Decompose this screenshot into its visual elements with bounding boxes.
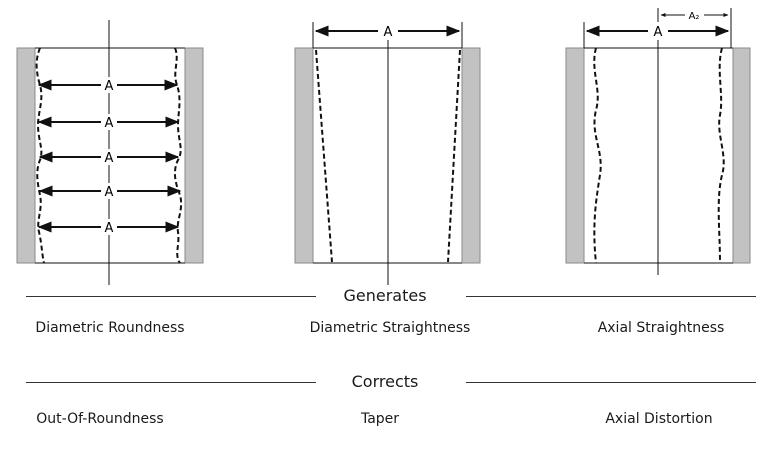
bore-profile-right [717, 47, 725, 264]
dimension-arrow-top: A [585, 22, 730, 40]
dimension-arrow-2: A [37, 114, 180, 131]
panel-diametric-straightness: A [294, 22, 481, 285]
panel-diametric-roundness: A A A A A [16, 20, 204, 285]
bore-profile-right [173, 47, 183, 264]
dimension-label: A [105, 79, 114, 94]
dimension-arrow-1: A [37, 77, 179, 94]
dimension-arrow-a2: A₂ [660, 8, 729, 22]
corrects-item-taper: Taper [360, 411, 400, 427]
dimension-arrow-4: A [38, 183, 182, 200]
generates-item-diametric-straightness: Diametric Straightness [309, 320, 471, 336]
dimension-arrow-3: A [38, 149, 180, 166]
generates-rule-right [466, 296, 756, 297]
generates-item-diametric-roundness: Diametric Roundness [35, 320, 185, 336]
right-wall [461, 47, 481, 264]
left-wall [565, 47, 585, 264]
corrects-heading: Corrects [351, 372, 419, 391]
generates-item-axial-straightness: Axial Straightness [597, 320, 725, 336]
dimension-label: A [384, 25, 393, 40]
dimension-label: A [105, 151, 114, 166]
dimension-label: A [105, 116, 114, 131]
dimension-arrow-top: A [314, 22, 461, 40]
corrects-item-out-of-roundness: Out-Of-Roundness [36, 411, 164, 427]
bore-profile-left [593, 47, 602, 264]
left-wall [294, 47, 314, 264]
bore-profile-left [315, 49, 333, 263]
panel-axial-straightness: A A₂ [565, 8, 751, 275]
right-wall [732, 47, 751, 264]
bore-profile-left [35, 47, 45, 264]
dimension-label: A [654, 25, 663, 40]
bore-profile-right [447, 49, 461, 263]
corrects-rule-left [26, 382, 316, 383]
corrects-item-axial-distortion: Axial Distortion [605, 411, 713, 427]
generates-rule-left [26, 296, 316, 297]
right-wall [184, 47, 204, 264]
corrects-rule-right [466, 382, 756, 383]
left-wall [16, 47, 36, 264]
dimension-label: A [105, 221, 114, 236]
dimension-arrow-5: A [37, 219, 180, 236]
dimension-label: A₂ [689, 11, 700, 22]
generates-heading: Generates [343, 286, 427, 305]
dimension-label: A [105, 185, 114, 200]
